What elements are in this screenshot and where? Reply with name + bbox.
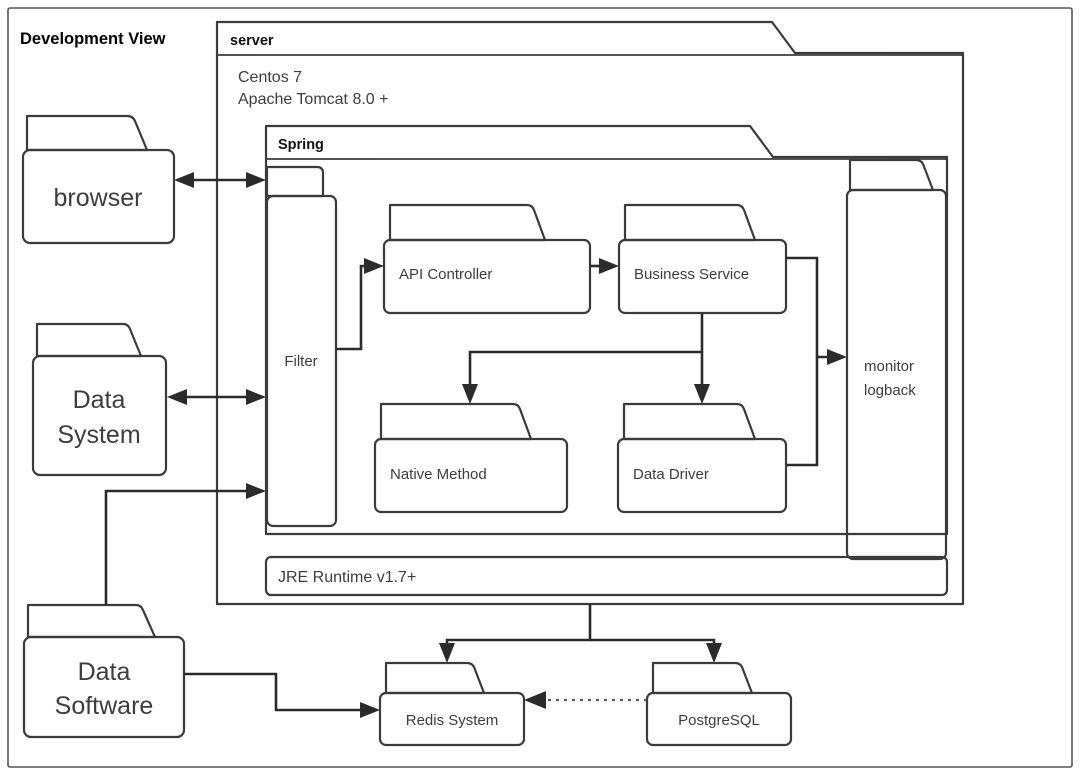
monitor-logback-label-line1: monitor	[864, 358, 914, 375]
api-controller-tab-shape	[388, 203, 547, 242]
api-controller-label: API Controller	[399, 266, 492, 283]
data-driver-tab-shape	[622, 402, 757, 441]
monitor-logback-body-rect	[845, 188, 948, 561]
api-controller-body-rect	[382, 238, 592, 315]
data-system-label-line1: Data	[73, 386, 126, 414]
jre-runtime-rect	[264, 555, 949, 597]
package-spring[interactable]: Spring	[264, 124, 949, 536]
business-service-tab-shape	[623, 203, 757, 242]
connector-postgresql-redis	[524, 691, 647, 709]
browser-label: browser	[54, 184, 143, 212]
node-monitor-logback[interactable]: monitor logback	[845, 158, 948, 561]
connector-server-storage	[439, 604, 722, 663]
redis-system-body-rect	[378, 691, 526, 747]
server-container-line: Apache Tomcat 8.0 +	[238, 91, 388, 108]
browser-body-rect	[21, 148, 176, 245]
server-label: server	[230, 33, 274, 49]
postgresql-label: PostgreSQL	[678, 712, 760, 729]
node-filter[interactable]: Filter	[265, 165, 338, 528]
connector-data-software-redis	[184, 672, 380, 718]
data-system-tab-shape	[35, 322, 143, 358]
business-service-label: Business Service	[634, 266, 749, 283]
connector-data-system-filter	[167, 389, 266, 405]
server-tab-shape	[215, 20, 965, 606]
connector-data-software-filter	[104, 483, 266, 605]
native-method-body-rect	[373, 437, 569, 514]
data-software-body-rect	[22, 635, 186, 739]
node-postgresql[interactable]: PostgreSQL	[645, 661, 793, 747]
connector-business-service-monitor	[786, 256, 847, 365]
node-data-software[interactable]: Data Software	[22, 603, 186, 739]
connector-api-controller-business-service	[590, 258, 619, 274]
node-api-controller[interactable]: API Controller	[382, 203, 592, 315]
data-driver-label: Data Driver	[633, 466, 709, 483]
connector-business-service-data-driver	[694, 313, 710, 404]
filter-label: Filter	[284, 353, 317, 370]
outer-frame	[7, 7, 1073, 768]
node-redis-system[interactable]: Redis System	[378, 661, 526, 747]
postgresql-tab-shape	[651, 661, 754, 695]
monitor-logback-label-line2: logback	[864, 382, 916, 399]
jre-runtime-label: JRE Runtime v1.7+	[278, 569, 416, 586]
monitor-logback-tab-shape	[848, 158, 935, 192]
browser-tab-shape	[25, 114, 149, 152]
data-system-label-line2: System	[57, 421, 140, 449]
redis-system-label: Redis System	[406, 712, 499, 729]
connector-business-service-native-method	[462, 350, 702, 404]
node-business-service[interactable]: Business Service	[617, 203, 788, 315]
spring-tab-shape	[264, 124, 949, 536]
connector-filter-api-controller	[336, 258, 384, 351]
package-server[interactable]: server Centos 7 Apache Tomcat 8.0 +	[215, 20, 965, 606]
node-browser[interactable]: browser	[21, 114, 176, 245]
node-native-method[interactable]: Native Method	[373, 402, 569, 514]
data-system-body-rect	[31, 354, 168, 477]
spring-label: Spring	[278, 137, 324, 153]
native-method-tab-shape	[379, 402, 533, 441]
filter-tab-shape	[265, 165, 325, 198]
redis-system-tab-shape	[384, 661, 486, 695]
data-software-label-line2: Software	[55, 692, 154, 720]
connector-browser-filter	[174, 172, 266, 188]
page-title: Development View	[20, 30, 166, 48]
node-data-system[interactable]: Data System	[31, 322, 168, 477]
jre-runtime-bar[interactable]: JRE Runtime v1.7+	[264, 555, 949, 597]
native-method-label: Native Method	[390, 466, 487, 483]
data-driver-body-rect	[616, 437, 788, 514]
node-data-driver[interactable]: Data Driver	[616, 402, 788, 514]
data-software-tab-shape	[26, 603, 157, 639]
server-os-line: Centos 7	[238, 69, 302, 86]
connector-data-driver-monitor	[786, 357, 819, 467]
filter-body-rect	[265, 194, 338, 528]
postgresql-body-rect	[645, 691, 793, 747]
data-software-label-line1: Data	[78, 658, 131, 686]
